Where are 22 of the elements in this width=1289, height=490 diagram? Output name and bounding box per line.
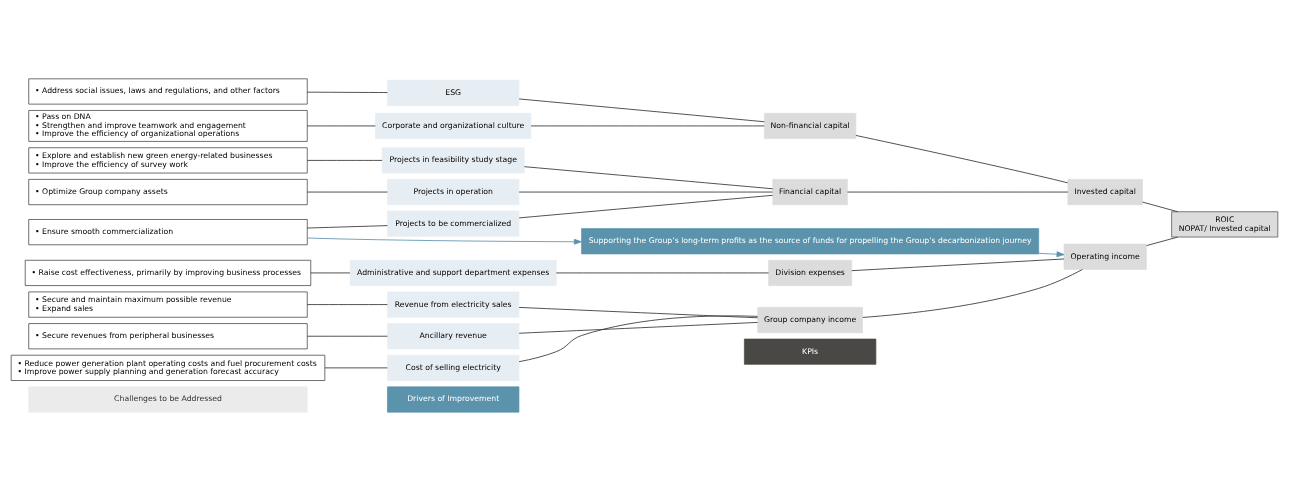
connector xyxy=(306,224,388,228)
connector xyxy=(306,125,376,126)
connector xyxy=(306,303,388,305)
connector xyxy=(306,191,388,192)
connector xyxy=(855,134,1069,183)
connector xyxy=(518,194,774,218)
connector xyxy=(310,272,351,273)
arrow xyxy=(306,237,582,245)
connector xyxy=(306,159,383,161)
connector xyxy=(518,306,759,318)
connector xyxy=(306,335,388,337)
connector xyxy=(851,258,1065,271)
connector xyxy=(1146,236,1179,246)
connector xyxy=(518,321,759,334)
connector xyxy=(306,91,388,93)
connector xyxy=(862,268,1083,318)
connector xyxy=(1142,201,1179,212)
connector xyxy=(518,314,758,362)
connector xyxy=(523,165,774,189)
arrow xyxy=(1038,250,1065,257)
connector xyxy=(518,98,765,122)
connector xyxy=(324,366,388,368)
